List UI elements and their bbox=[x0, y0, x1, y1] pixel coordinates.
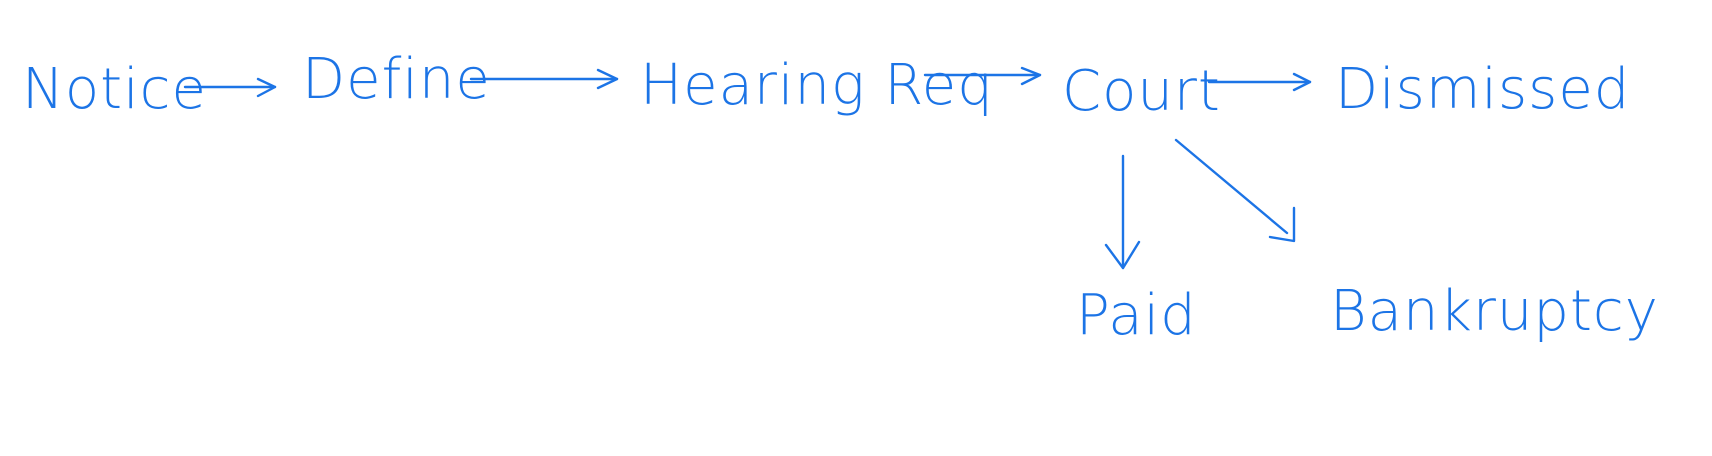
node-bankruptcy: Bankruptcy bbox=[1330, 279, 1659, 344]
arrow-head-icon bbox=[256, 77, 277, 98]
arrow-head-icon bbox=[596, 68, 619, 90]
node-notice: Notice bbox=[22, 57, 207, 122]
node-court: Court bbox=[1062, 59, 1221, 124]
arrow-head-icon bbox=[1020, 66, 1042, 86]
node-hearing-req: Hearing Req bbox=[640, 53, 994, 118]
edge-court-bankruptcy bbox=[1174, 138, 1296, 243]
edge-define-hearing bbox=[469, 68, 619, 90]
edge-notice-define bbox=[183, 77, 277, 98]
edge-court-paid bbox=[1104, 154, 1141, 270]
arrow-shaft bbox=[1174, 138, 1289, 235]
node-dismissed: Dismissed bbox=[1335, 57, 1630, 122]
arrow-head-icon bbox=[1292, 72, 1312, 92]
edge-court-dismissed bbox=[1207, 72, 1312, 92]
edge-hearing-court bbox=[923, 66, 1042, 86]
node-define: Define bbox=[302, 47, 491, 112]
node-paid: Paid bbox=[1076, 283, 1197, 348]
arrow-head-icon bbox=[1268, 206, 1296, 243]
arrow-head-icon bbox=[1104, 240, 1141, 270]
